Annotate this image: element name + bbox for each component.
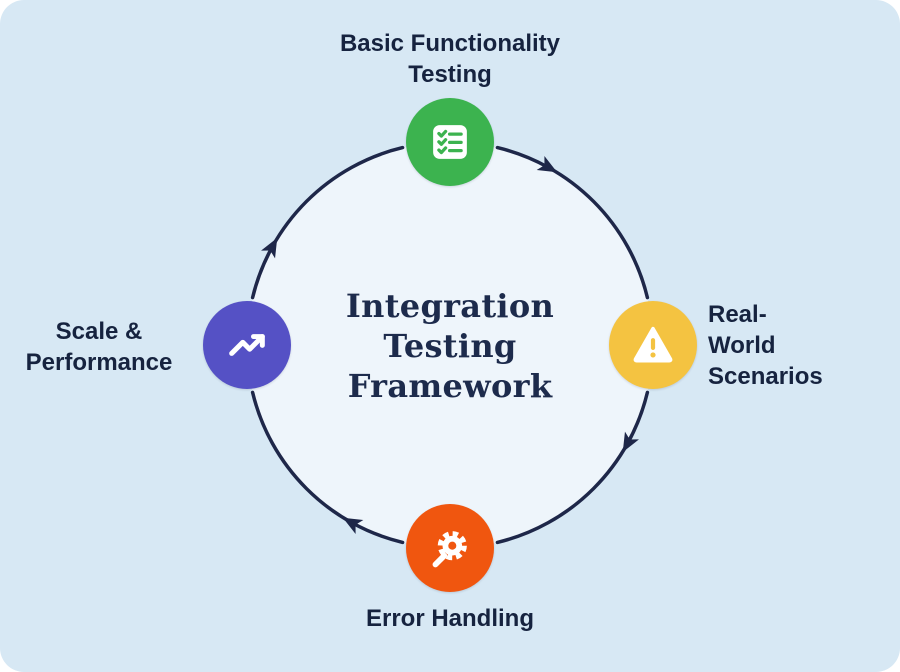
node-label-real-world-scenarios: Real- World Scenarios — [708, 301, 823, 390]
node-error-handling — [406, 504, 494, 592]
trending-up-icon — [229, 334, 265, 356]
checklist-icon — [433, 125, 467, 159]
inner-circle — [247, 142, 653, 548]
node-real-world-scenarios — [609, 301, 697, 389]
arc-right-to-bottom — [495, 390, 650, 545]
node-label-error-handling: Error Handling — [365, 605, 534, 632]
arc-bottom-to-left — [250, 390, 405, 545]
arrowhead-bottom-right — [622, 431, 639, 453]
arrowhead-top-right — [536, 156, 558, 173]
node-basic-functionality-testing — [406, 98, 494, 186]
gear-wrench-icon — [432, 531, 467, 568]
arc-top-to-right — [495, 145, 650, 300]
arrowhead-bottom-left — [342, 517, 364, 534]
warning-triangle-icon — [633, 326, 673, 363]
arc-left-to-top — [250, 145, 405, 300]
node-scale-performance — [203, 301, 291, 389]
node-label-scale-performance: Scale & Performance — [25, 318, 173, 376]
node-label-basic-functionality-testing: Basic Functionality Testing — [339, 30, 561, 88]
diagram-title: Integration Testing Framework — [345, 287, 555, 405]
arrowhead-top-left — [261, 237, 278, 259]
